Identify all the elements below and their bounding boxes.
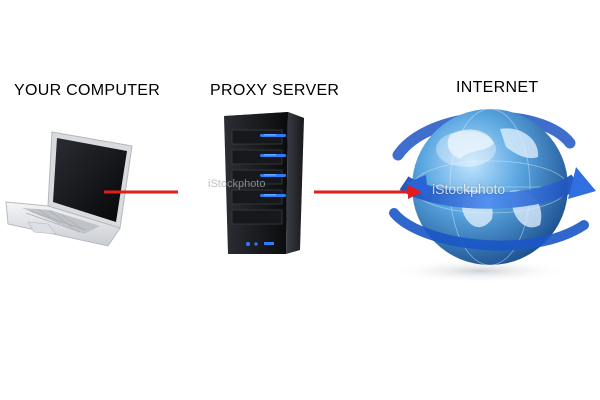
connector-computer-to-proxy <box>104 184 180 200</box>
laptop-icon <box>0 124 138 252</box>
computer-label: YOUR COMPUTER <box>14 82 161 99</box>
connector-proxy-to-internet <box>314 182 424 202</box>
globe-watermark: iStockphoto <box>432 181 506 197</box>
server-watermark: iStockphoto <box>208 178 266 190</box>
server-tower-icon <box>200 108 320 260</box>
proxy-server-label: PROXY SERVER <box>210 82 340 99</box>
internet-label: INTERNET <box>456 79 539 96</box>
globe-icon <box>370 95 600 285</box>
